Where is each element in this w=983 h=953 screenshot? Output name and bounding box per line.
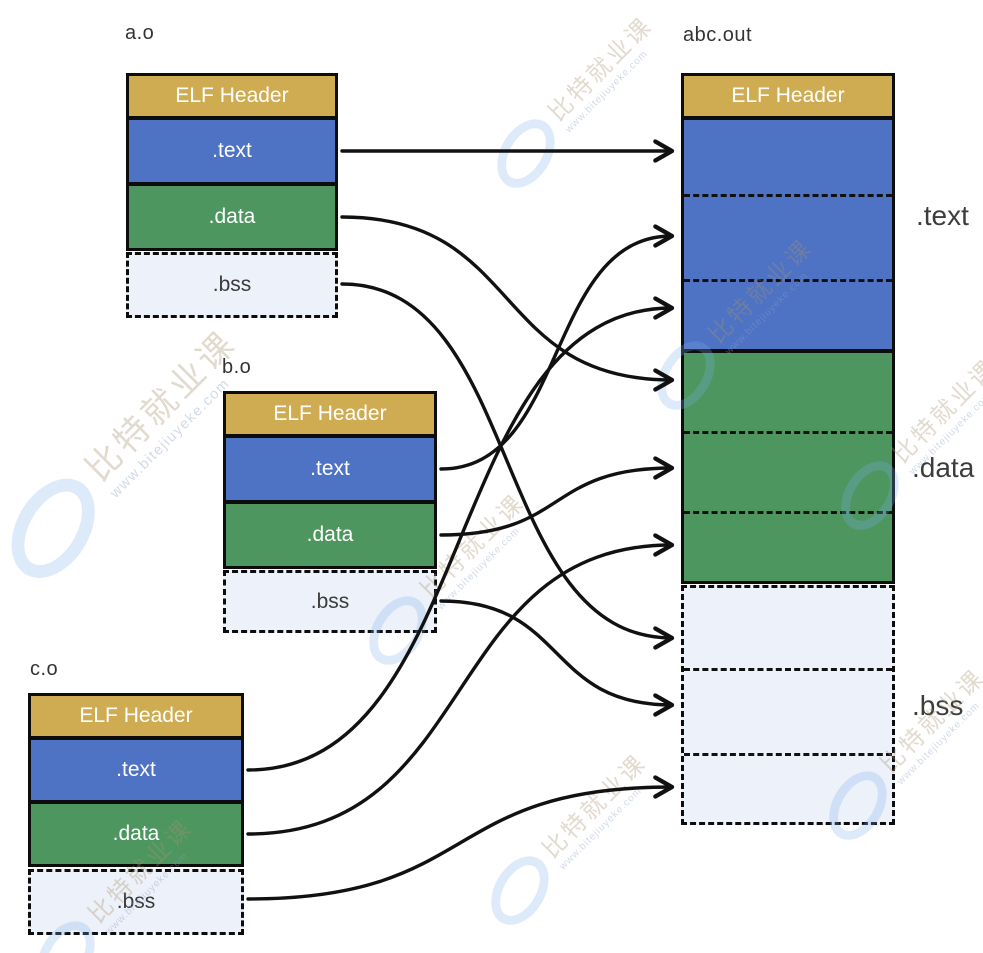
watermark: 比特就业课 www.bitejiuyeke.com [482, 9, 671, 199]
out-label-bss: .bss [912, 690, 964, 721]
watermark-logo-icon [479, 845, 561, 936]
out-data-region [684, 353, 892, 581]
arrow-bo-text-to-out-text-2 [439, 224, 675, 471]
output-box-abcout: ELF Header [681, 73, 895, 584]
watermark: 比特就业课 www.bitejiuyeke.com [476, 746, 665, 936]
out-text-region [684, 120, 892, 349]
arrow-co-bss-to-out-bss-3 [246, 775, 675, 901]
out-text-subdivider [684, 194, 892, 197]
co-text-section: .text [31, 740, 241, 800]
out-data-subdivider [684, 511, 892, 514]
file-box-ao: ELF Header .text .data [126, 73, 338, 251]
watermark-logo-icon [0, 463, 112, 593]
bo-elf-header: ELF Header [226, 394, 434, 434]
ao-elf-header: ELF Header [129, 76, 335, 116]
out-label-text: .text [916, 200, 969, 231]
ao-text-section: .text [129, 120, 335, 182]
ao-data-section: .data [129, 186, 335, 248]
ao-bss-section: .bss [126, 252, 338, 318]
out-bss-subdivider [684, 668, 892, 671]
file-title-bo: b.o [222, 356, 252, 378]
bo-text-section: .text [226, 438, 434, 500]
bo-data-section: .data [226, 504, 434, 566]
file-box-bo: ELF Header .text .data [223, 391, 437, 569]
out-text-subdivider [684, 279, 892, 282]
arrow-bo-data-to-out-data-2 [439, 456, 675, 537]
out-data-subdivider [684, 431, 892, 434]
watermark-brand: 比特就业课 [543, 12, 659, 127]
watermark-url: www.bitejiuyeke.com [563, 48, 651, 135]
file-box-co: ELF Header .text .data [28, 693, 244, 867]
out-label-data: .data [912, 452, 975, 483]
out-elf-header: ELF Header [684, 76, 892, 116]
co-elf-header: ELF Header [31, 696, 241, 736]
watermark-url: www.bitejiuyeke.com [557, 785, 645, 872]
watermark-logo-icon [485, 108, 567, 199]
co-bss-section: .bss [28, 869, 244, 935]
arrow-ao-data-to-out-data-1 [340, 215, 675, 392]
co-data-section: .data [31, 804, 241, 864]
watermark-url: www.bitejiuyeke.com [435, 525, 523, 612]
watermark-brand: 比特就业课 [537, 749, 653, 864]
bo-bss-section: .bss [223, 570, 437, 633]
out-bss-region [681, 585, 895, 825]
out-bss-subdivider [684, 753, 892, 756]
file-title-abcout: abc.out [683, 24, 753, 46]
file-title-co: c.o [30, 658, 59, 680]
watermark-brand: 比特就业课 [79, 323, 246, 490]
file-title-ao: a.o [125, 22, 155, 44]
arrow-bo-bss-to-out-bss-2 [439, 599, 675, 717]
